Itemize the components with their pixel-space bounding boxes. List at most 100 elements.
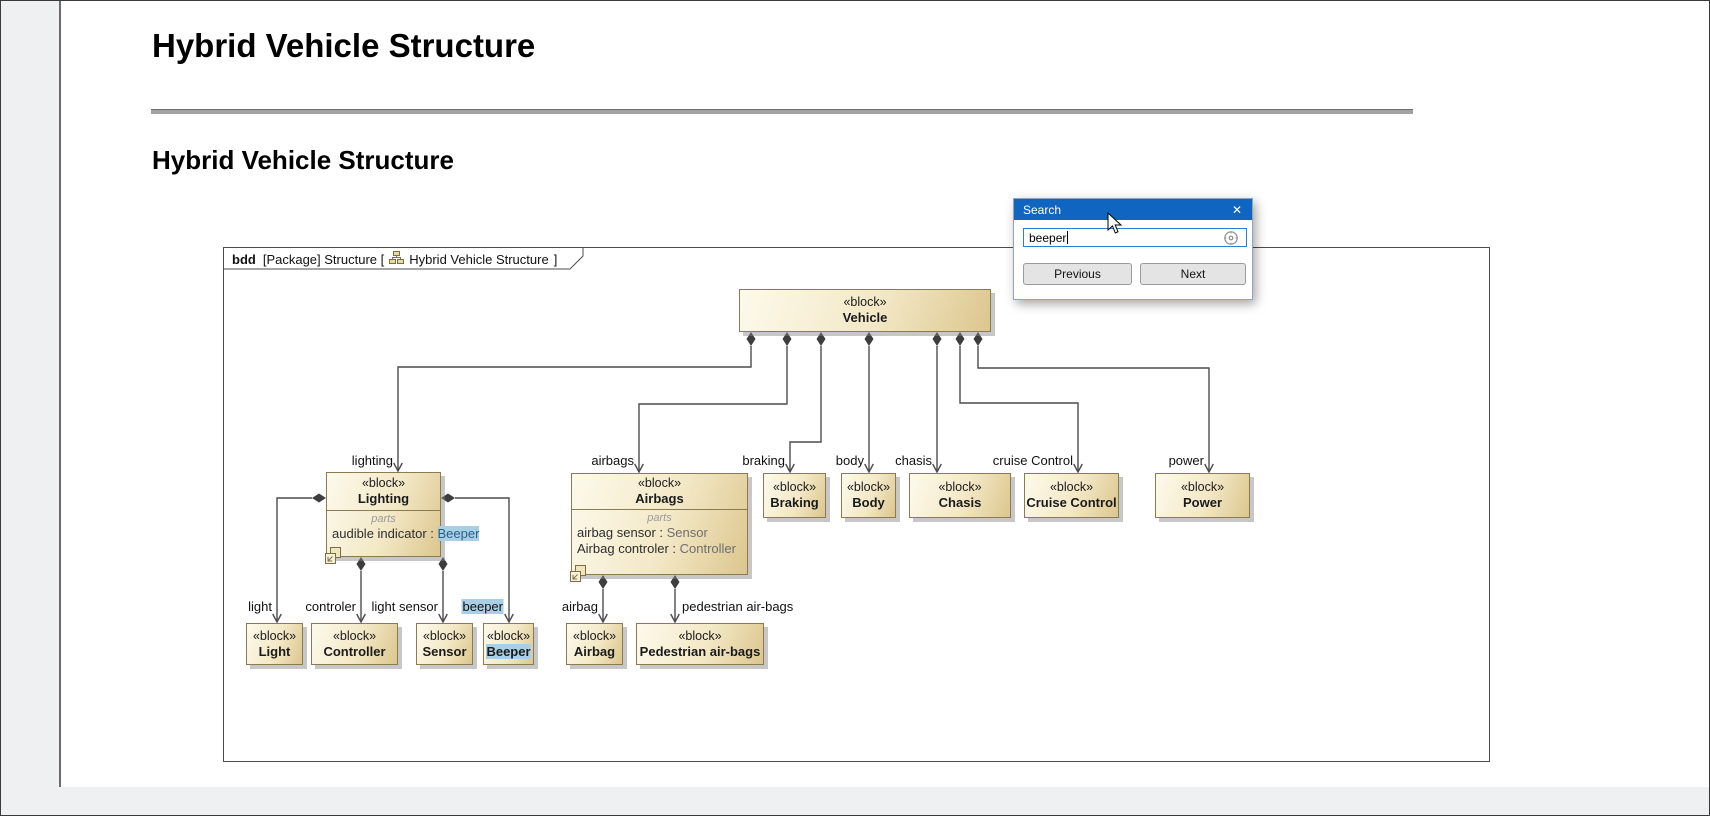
previous-button[interactable]: Previous xyxy=(1023,263,1132,285)
edge-label: cruise Control xyxy=(992,453,1073,468)
block-header: «block»Body xyxy=(842,474,895,517)
arrowhead-icon xyxy=(504,613,514,624)
connector-lighting-light xyxy=(276,497,312,622)
composition-diamond-icon xyxy=(955,332,965,346)
composition-diamond-icon xyxy=(670,575,680,589)
block-header: «block»Braking xyxy=(764,474,825,517)
block-stereotype: «block» xyxy=(678,628,722,643)
block-header: «block»Sensor xyxy=(417,624,472,664)
block-pedestrian-air-bags[interactable]: «block»Pedestrian air-bags xyxy=(636,623,764,665)
arrowhead-icon xyxy=(438,613,448,624)
frame-diagram-name: Hybrid Vehicle Structure xyxy=(409,251,549,267)
block-name: Airbag xyxy=(573,643,616,659)
arrowhead-icon xyxy=(598,613,608,624)
search-highlight: Beeper xyxy=(437,526,480,541)
block-vehicle[interactable]: «block»Vehicle xyxy=(739,289,991,332)
search-dialog-title: Search xyxy=(1023,202,1062,217)
search-dialog-titlebar[interactable]: Search ✕ xyxy=(1014,199,1252,220)
block-body[interactable]: «block»Body xyxy=(841,473,896,518)
search-input-value: beeper xyxy=(1029,230,1067,245)
search-highlight: beeper xyxy=(461,599,504,614)
connector-vehicle-airbags xyxy=(638,346,788,472)
arrowhead-icon xyxy=(1073,463,1083,474)
edge-label: braking xyxy=(742,453,785,468)
block-stereotype: «block» xyxy=(361,476,406,490)
block-name: Vehicle xyxy=(842,310,888,325)
block-stereotype: «block» xyxy=(252,628,297,643)
composition-diamond-icon xyxy=(312,493,326,503)
panel-divider xyxy=(59,1,61,815)
block-header: «block»Chasis xyxy=(910,474,1010,517)
part-text: Sensor xyxy=(666,525,708,540)
block-header: «block»Airbag xyxy=(567,624,622,664)
block-braking[interactable]: «block»Braking xyxy=(763,473,826,518)
edge-label: pedestrian air-bags xyxy=(682,599,794,614)
part-text: audible indicator : xyxy=(332,526,438,541)
block-header: «block»Lighting xyxy=(327,473,440,510)
edge-label: power xyxy=(1168,453,1204,468)
parts-compartment-label: parts xyxy=(371,513,396,525)
close-icon[interactable]: ✕ xyxy=(1231,202,1243,217)
structure-compartment-icon xyxy=(568,564,588,589)
block-airbag[interactable]: «block»Airbag xyxy=(566,623,623,665)
composition-diamond-icon xyxy=(932,332,942,346)
block-stereotype: «block» xyxy=(486,628,531,643)
block-stereotype: «block» xyxy=(422,628,467,643)
part-text: Airbag controler : xyxy=(577,540,680,556)
block-header: «block»Power xyxy=(1156,474,1249,517)
block-name: Cruise Control xyxy=(1026,495,1117,510)
diagram-frame-tab xyxy=(223,247,584,270)
frame-context: [Package] Structure [ xyxy=(262,251,385,267)
block-name: Power xyxy=(1182,495,1222,510)
composition-diamond-icon xyxy=(782,332,792,346)
search-dialog: Search ✕ beeper Previous Next xyxy=(1013,198,1253,300)
block-stereotype: «block» xyxy=(1180,480,1225,494)
block-stereotype: «block» xyxy=(1049,480,1094,494)
diagram-frame-header: bdd [Package] Structure [ Hybrid Vehicle… xyxy=(232,251,557,267)
connector-vehicle-lighting xyxy=(397,346,752,471)
block-stereotype: «block» xyxy=(572,628,617,643)
composition-diamond-icon xyxy=(816,332,826,346)
block-sensor[interactable]: «block»Sensor xyxy=(416,623,473,665)
next-button[interactable]: Next xyxy=(1140,263,1246,285)
left-panel xyxy=(1,1,59,815)
block-light[interactable]: «block»Light xyxy=(246,623,303,665)
composition-diamond-icon xyxy=(441,493,455,503)
arrowhead-icon xyxy=(932,463,942,474)
horizontal-rule xyxy=(151,109,1413,114)
block-beeper[interactable]: «block»Beeper xyxy=(483,623,534,665)
page-title: Hybrid Vehicle Structure xyxy=(152,27,536,64)
composition-diamond-icon xyxy=(356,557,366,571)
connector-vehicle-power xyxy=(977,346,1210,472)
arrowhead-icon xyxy=(785,463,795,474)
block-chasis[interactable]: «block»Chasis xyxy=(909,473,1011,518)
arrowhead-icon xyxy=(1204,463,1214,474)
block-header: «block»Controller xyxy=(312,624,397,664)
horizontal-scrollbar[interactable] xyxy=(1,787,1709,815)
block-cruise-control[interactable]: «block»Cruise Control xyxy=(1024,473,1119,518)
search-input[interactable]: beeper xyxy=(1023,228,1247,247)
search-options-icon[interactable] xyxy=(1223,230,1239,251)
part-line: airbag sensor : Sensor xyxy=(572,525,747,541)
block-header: «block»Vehicle xyxy=(740,290,990,331)
block-header: «block»Light xyxy=(247,624,302,664)
part-text: Controller xyxy=(679,540,736,556)
block-name: Beeper xyxy=(484,643,533,660)
arrowhead-icon xyxy=(670,613,680,624)
composition-diamond-icon xyxy=(973,332,983,346)
search-highlight: Beeper xyxy=(486,643,531,659)
block-stereotype: «block» xyxy=(637,476,682,490)
block-power[interactable]: «block»Power xyxy=(1155,473,1250,518)
connector-lighting-beeper xyxy=(455,497,510,622)
block-controller[interactable]: «block»Controller xyxy=(311,623,398,665)
parts-compartment-label: parts xyxy=(647,512,672,524)
package-diagram-icon xyxy=(389,251,405,267)
block-name: Sensor xyxy=(422,643,467,659)
edge-label: light sensor xyxy=(371,599,438,614)
block-name: Airbags xyxy=(635,491,684,506)
composition-diamond-icon xyxy=(438,557,448,571)
